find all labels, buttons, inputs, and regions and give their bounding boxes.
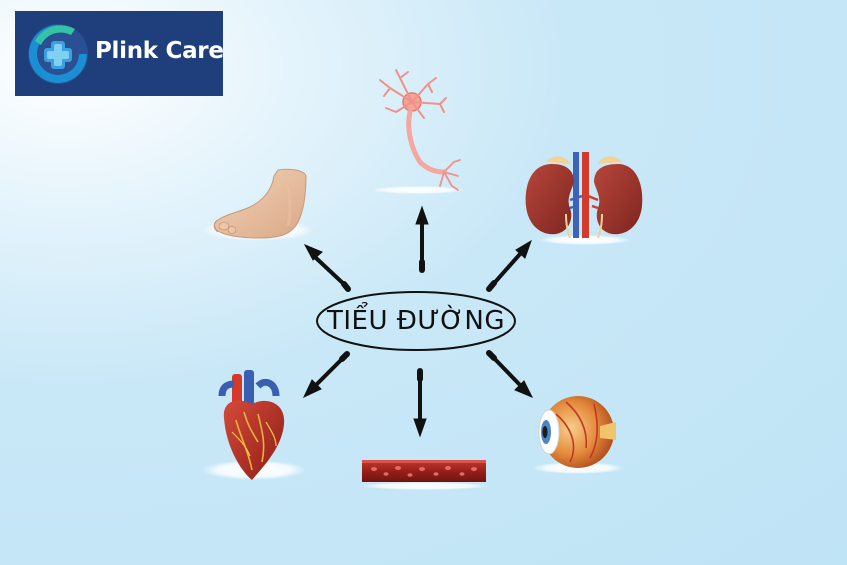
brand-logo[interactable]: Plink Care (15, 11, 224, 96)
heart-icon (202, 370, 306, 480)
arrow-to-kidney (486, 239, 532, 292)
brand-name: Plink Care (95, 38, 224, 64)
medical-cross-circle-icon (28, 24, 88, 84)
arrows (302, 205, 534, 438)
arrow-to-nerve (415, 205, 429, 273)
foot-icon (202, 168, 314, 241)
arrow-to-heart (302, 351, 350, 399)
neuron-icon (372, 69, 464, 194)
arrow-to-eye (486, 350, 534, 398)
blood-vessel-icon (361, 460, 489, 490)
center-label: TIỂU ĐƯỜNG (326, 306, 506, 336)
arrow-to-blood-vessel (413, 368, 427, 438)
eye-icon (532, 396, 624, 474)
center-ellipse (316, 291, 516, 351)
kidney-icon (525, 152, 643, 245)
arrow-to-foot (303, 244, 351, 292)
